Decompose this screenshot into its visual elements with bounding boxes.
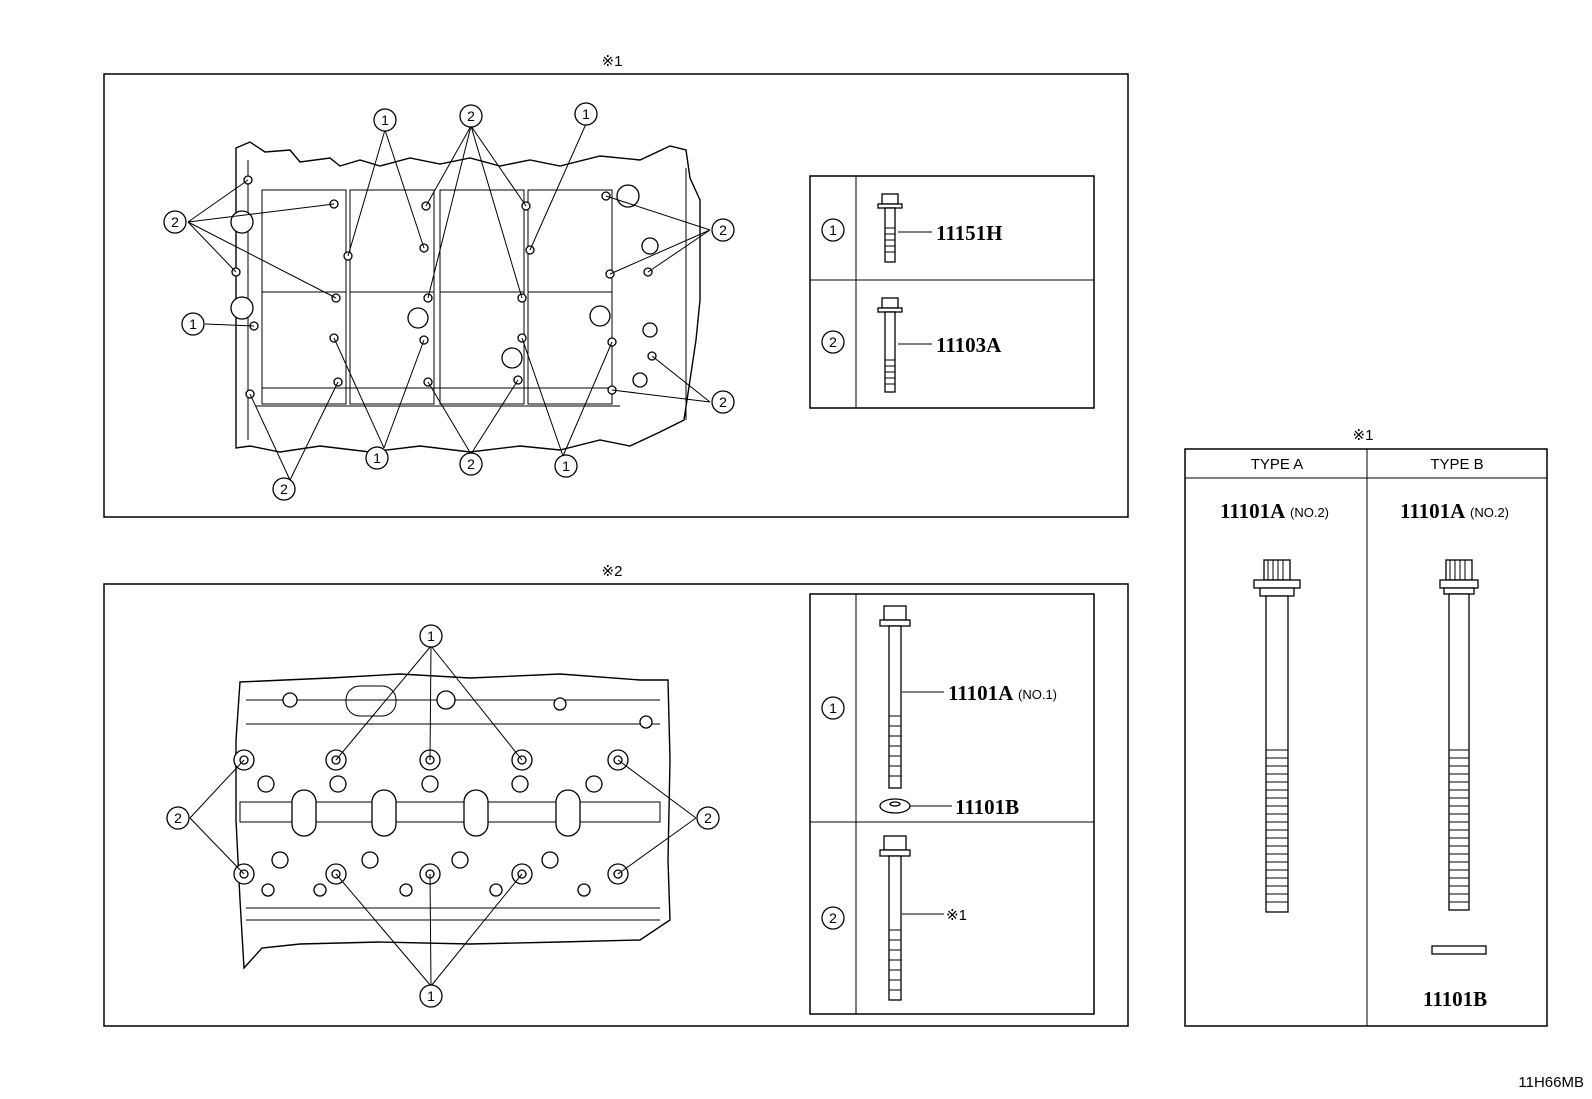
panel1-callout-2: 2 [711,390,735,414]
panel2-callout-1: 1 [419,984,443,1008]
panel1-callout-1: 1 [181,312,205,336]
legend-part-11101a: 11101A [948,681,1014,705]
head-bolt-icon [879,605,911,789]
panel2-note: ※2 [602,563,623,580]
svg-text:2: 2 [719,394,727,410]
svg-text:1: 1 [189,316,197,332]
panel2-frame [103,583,1129,1027]
type-b-washer-part: 11101B [1423,987,1487,1011]
type-a-column: 11101A (NO.2) [1220,499,1329,913]
figure-code: 11H66MB [1518,1074,1584,1091]
bolt-long-icon [877,297,903,393]
svg-text:2: 2 [829,334,837,350]
panel1-legend-table: 1 11151H 2 11103A [809,175,1095,409]
svg-text:1: 1 [373,450,381,466]
type-a-header: TYPE A [1251,456,1304,473]
panel1-callout-1: 1 [373,108,397,132]
svg-text:2: 2 [174,810,182,826]
type-a-part: 11101A [1220,499,1286,523]
bolt-short-icon [877,193,903,263]
type-b-suffix: (NO.2) [1470,505,1509,520]
legend-row-1: 1 11101A (NO.1) 11101B [821,605,1057,819]
legend-part-suffix: (NO.1) [1018,687,1057,702]
legend-part-11103a: 11103A [936,333,1002,357]
svg-text:1: 1 [829,700,837,716]
type-b-washer-icon [1431,945,1487,955]
panel1-note: ※1 [602,53,623,70]
svg-text:2: 2 [171,214,179,230]
panel3-note: ※1 [1353,427,1374,444]
svg-text:1: 1 [381,112,389,128]
svg-text:1: 1 [427,988,435,1004]
legend-row-1: 1 11151H [821,193,1003,263]
panel2-callout-2: 2 [696,806,720,830]
svg-text:2: 2 [829,910,837,926]
panel1-callout-2: 2 [711,218,735,242]
cylinder-block-drawing [187,123,711,481]
svg-text:2: 2 [280,481,288,497]
svg-text:1: 1 [562,458,570,474]
washer-icon [879,798,911,814]
legend-row-2: 2 11103A [821,297,1002,393]
legend-part-11151h: 11151H [936,221,1003,245]
panel1-callout-2: 2 [272,477,296,501]
legend-part-11101b: 11101B [955,795,1019,819]
legend-row-2: 2 ※1 [821,835,967,1001]
panel2-callout-2: 2 [166,806,190,830]
type-b-column: 11101A (NO.2) 11101B [1400,499,1509,1011]
panel1-callout-2: 2 [459,104,483,128]
panel1-callout-1: 1 [365,446,389,470]
panel2-legend-table: 1 11101A (NO.1) 11101B 2 [809,593,1095,1015]
panel1-callout-2: 2 [163,210,187,234]
svg-text:2: 2 [467,456,475,472]
svg-text:1: 1 [829,222,837,238]
head-bolt-icon [879,835,911,1001]
panel1-callout-1: 1 [554,454,578,478]
svg-text:2: 2 [704,810,712,826]
type-a-bolt-icon [1253,559,1301,913]
type-table: TYPE A TYPE B 11101A (NO.2) 11101A (NO.2… [1184,448,1548,1027]
svg-text:2: 2 [719,222,727,238]
type-b-bolt-icon [1439,559,1479,911]
type-b-header: TYPE B [1430,456,1483,473]
svg-text:1: 1 [427,628,435,644]
type-b-part: 11101A [1400,499,1466,523]
svg-text:1: 1 [582,106,590,122]
legend-ref-note: ※1 [946,907,967,924]
panel1-callout-1: 1 [574,102,598,126]
svg-text:2: 2 [467,108,475,124]
panel1-frame [103,73,1129,518]
cylinder-head-drawing [189,645,697,987]
panel2-callout-1: 1 [419,624,443,648]
panel1-callout-2: 2 [459,452,483,476]
type-a-suffix: (NO.2) [1290,505,1329,520]
